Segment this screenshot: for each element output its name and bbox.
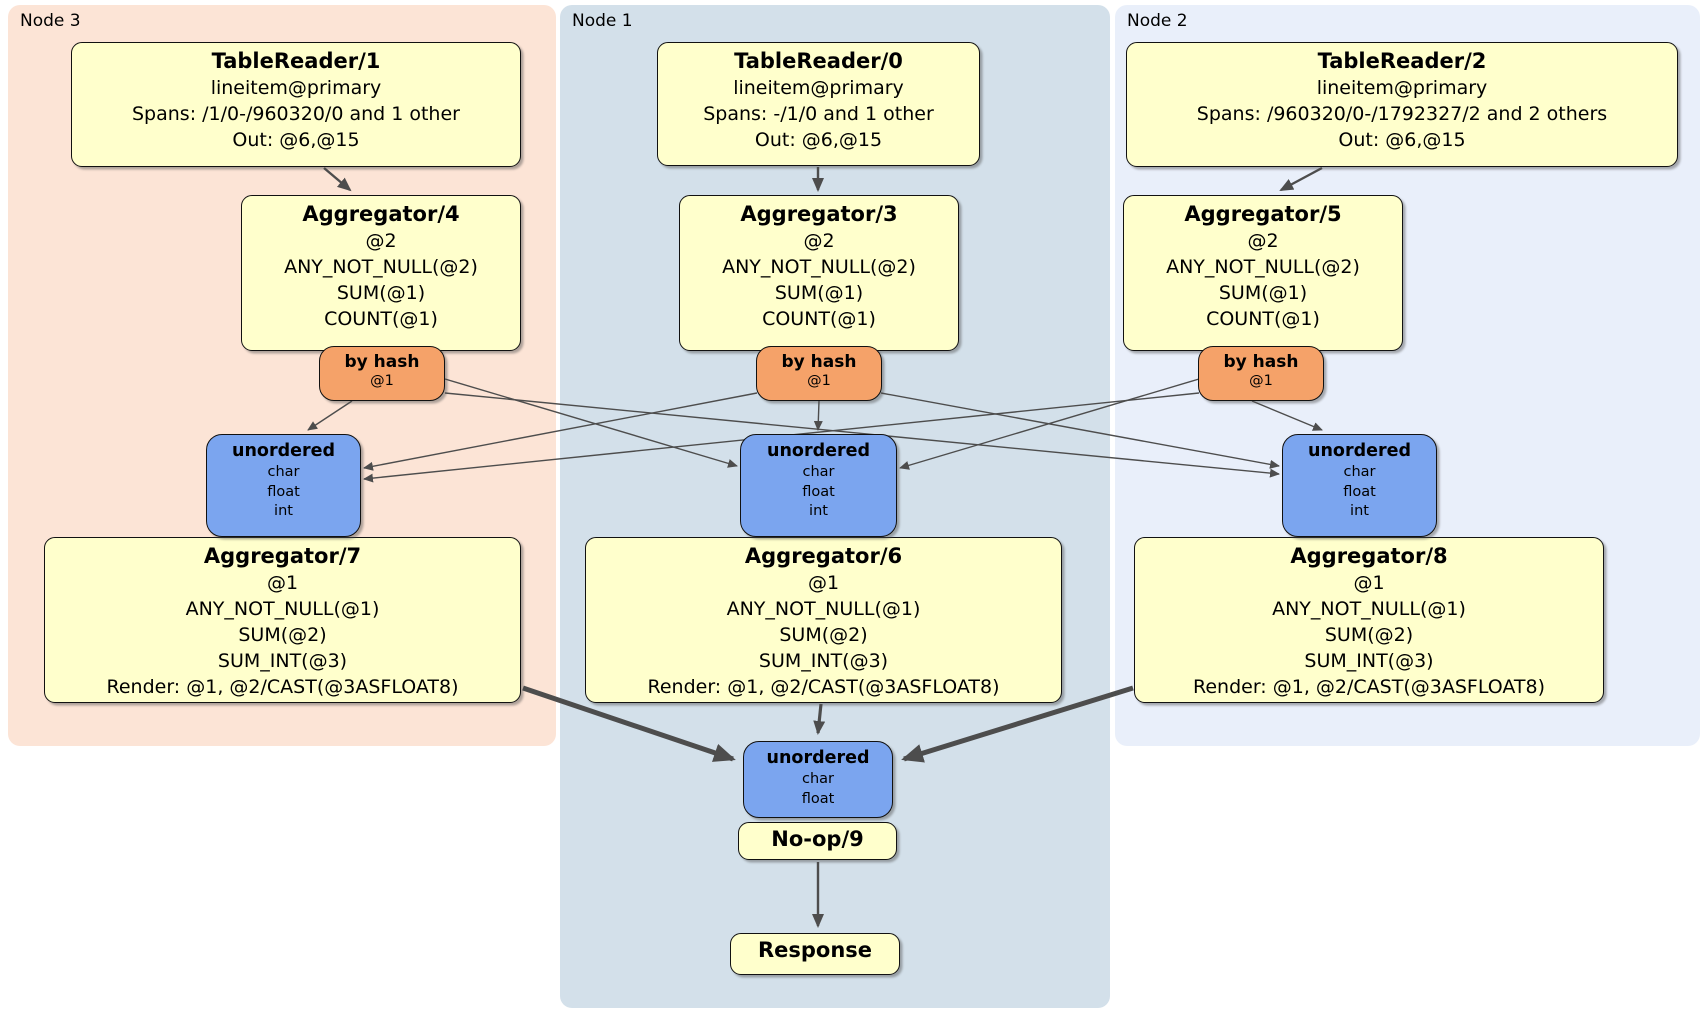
processor-aggregator-4-title: Aggregator/4 [302, 202, 460, 226]
processor-aggregator-3-line-3: COUNT(@1) [762, 308, 876, 330]
sync-unordered-node2-line-0: char [1343, 464, 1376, 480]
sync-unordered-node3-line-2: int [274, 503, 293, 519]
processor-noop-9: No-op/9 [738, 822, 897, 860]
processor-aggregator-8-line-4: Render: @1, @2/CAST(@3ASFLOAT8) [1193, 676, 1545, 698]
sync-unordered-node2-line-1: float [1343, 483, 1376, 500]
processor-aggregator-6-line-0: @1 [807, 572, 840, 594]
router-by-hash-node2: by hash@1 [1198, 346, 1324, 401]
processor-response: Response [730, 933, 900, 975]
router-by-hash-node1-line-0: @1 [807, 373, 831, 389]
processor-tablereader-1-line-2: Out: @6,@15 [232, 129, 360, 151]
processor-aggregator-7-line-2: SUM(@2) [238, 624, 327, 646]
sync-unordered-final-line-0: char [801, 771, 834, 787]
sync-unordered-node2-title: unordered [1308, 441, 1411, 461]
processor-aggregator-8-title: Aggregator/8 [1290, 544, 1448, 568]
processor-aggregator-6-line-4: Render: @1, @2/CAST(@3ASFLOAT8) [647, 676, 1000, 698]
sync-unordered-node3: unordered char float int [206, 434, 361, 537]
sync-unordered-final-title: unordered [766, 748, 870, 768]
processor-aggregator-4-line-1: ANY_NOT_NULL(@2) [284, 256, 478, 278]
processor-aggregator-6-line-2: SUM(@2) [779, 624, 868, 646]
sync-unordered-node1-line-0: char [802, 464, 835, 480]
sync-unordered-node1-title: unordered [767, 441, 870, 461]
sync-unordered-node2-line-2: int [1350, 503, 1369, 519]
processor-aggregator-8-line-2: SUM(@2) [1324, 624, 1414, 646]
processor-tablereader-1-title: TableReader/1 [211, 49, 381, 73]
router-by-hash-node2-line-0: @1 [1249, 373, 1273, 389]
sync-unordered-node1-line-1: float [802, 483, 835, 500]
sync-unordered-node3-line-1: float [267, 483, 300, 500]
sync-unordered-node3-title: unordered [232, 441, 335, 461]
router-by-hash-node1-title: by hash [781, 352, 857, 372]
processor-tablereader-2-line-1: Spans: /960320/0-/1792327/2 and 2 others [1196, 103, 1608, 125]
processor-tablereader-2-line-0: lineitem@primary [1316, 77, 1488, 99]
processor-aggregator-3-title: Aggregator/3 [740, 202, 898, 226]
processor-aggregator-7-title: Aggregator/7 [203, 544, 362, 568]
processor-aggregator-7-line-4: Render: @1, @2/CAST(@3ASFLOAT8) [106, 676, 459, 698]
processor-aggregator-3-line-1: ANY_NOT_NULL(@2) [722, 256, 916, 278]
processor-aggregator-7-line-1: ANY_NOT_NULL(@1) [185, 598, 380, 620]
processor-aggregator-6-title: Aggregator/6 [744, 544, 903, 568]
sync-unordered-node1: unordered char float int [740, 434, 897, 537]
processor-aggregator-8-line-3: SUM_INT(@3) [1304, 650, 1434, 672]
processor-tablereader-2-line-2: Out: @6,@15 [1338, 129, 1466, 151]
processor-aggregator-5-line-2: SUM(@1) [1218, 282, 1308, 304]
processor-aggregator-7-line-0: @1 [266, 572, 299, 594]
processor-aggregator-4-line-3: COUNT(@1) [324, 308, 438, 330]
processor-aggregator-5-line-0: @2 [1247, 230, 1279, 252]
router-by-hash-node3-line-0: @1 [370, 373, 394, 389]
sync-unordered-node3-line-0: char [267, 464, 300, 480]
sync-unordered-node2: unordered char float int [1282, 434, 1437, 537]
router-by-hash-node2-title: by hash [1223, 352, 1299, 372]
processor-tablereader-1-line-0: lineitem@primary [210, 77, 382, 99]
processor-tablereader-0-line-2: Out: @6,@15 [754, 129, 883, 151]
node-label-1: Node 1 [572, 11, 633, 31]
router-by-hash-node3: by hash@1 [319, 346, 445, 401]
processor-response-title: Response [757, 938, 873, 962]
processor-aggregator-3-line-0: @2 [803, 230, 835, 252]
processor-aggregator-5-line-1: ANY_NOT_NULL(@2) [1166, 256, 1360, 278]
router-by-hash-node3-title: by hash [344, 352, 420, 372]
processor-aggregator-6-line-3: SUM_INT(@3) [758, 650, 889, 672]
sync-unordered-node1-line-2: int [809, 503, 828, 519]
processor-noop-9-title: No-op/9 [771, 827, 864, 851]
processor-tablereader-2-title: TableReader/2 [1317, 49, 1487, 73]
processor-tablereader-1-line-1: Spans: /1/0-/960320/0 and 1 other [132, 103, 460, 125]
processor-aggregator-8-line-1: ANY_NOT_NULL(@1) [1272, 598, 1466, 620]
processor-tablereader-0-title: TableReader/0 [734, 49, 903, 73]
processor-aggregator-8-line-0: @1 [1353, 572, 1385, 594]
node-label-2: Node 2 [1127, 11, 1188, 31]
sync-unordered-final: unordered char float [743, 741, 893, 818]
processor-aggregator-7-line-3: SUM_INT(@3) [217, 650, 348, 672]
sync-unordered-final-line-1: float [801, 790, 835, 807]
processor-aggregator-6-line-1: ANY_NOT_NULL(@1) [726, 598, 921, 620]
processor-aggregator-4-line-0: @2 [365, 230, 397, 252]
processor-tablereader-0-line-1: Spans: -/1/0 and 1 other [703, 103, 934, 125]
router-by-hash-node1: by hash@1 [756, 346, 882, 401]
processor-aggregator-5-line-3: COUNT(@1) [1206, 308, 1320, 330]
processor-tablereader-0-line-0: lineitem@primary [733, 77, 904, 99]
processor-aggregator-4-line-2: SUM(@1) [336, 282, 426, 304]
node-label-3: Node 3 [20, 11, 81, 31]
processor-aggregator-5-title: Aggregator/5 [1184, 202, 1342, 226]
processor-aggregator-3-line-2: SUM(@1) [774, 282, 864, 304]
